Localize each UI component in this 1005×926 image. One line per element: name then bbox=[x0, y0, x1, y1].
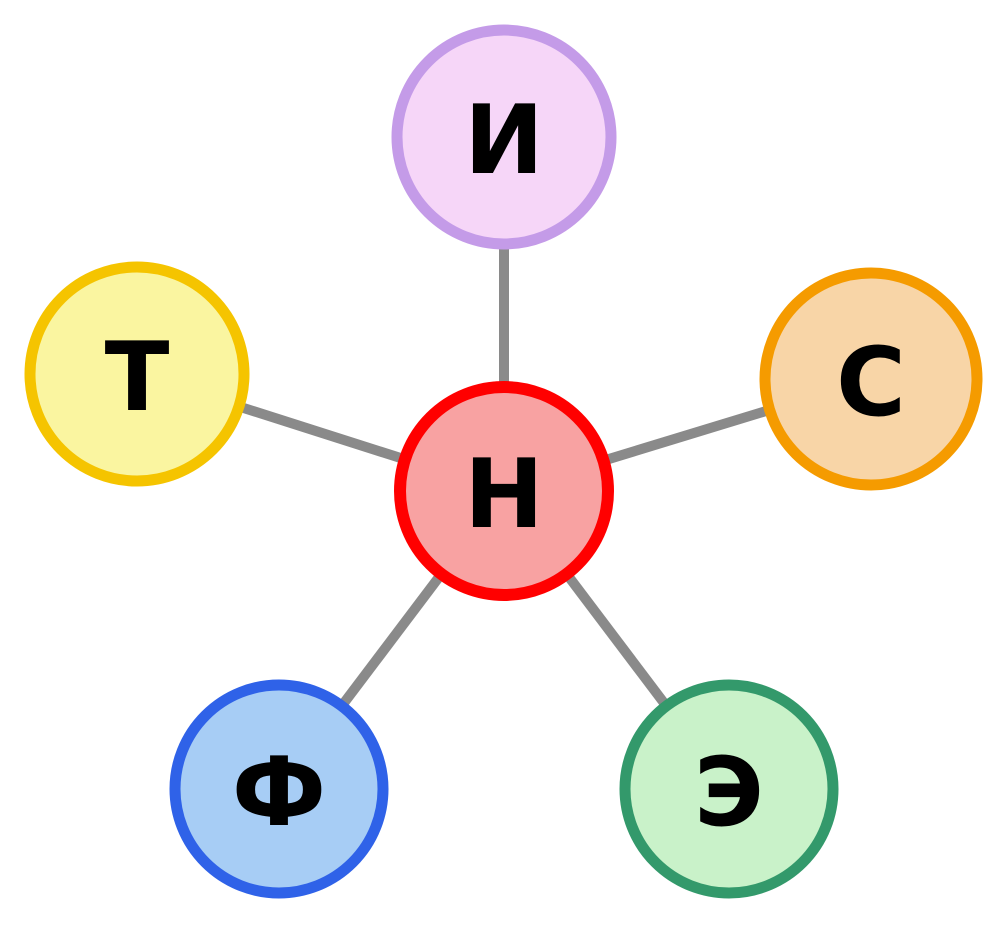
node-label-F: Ф bbox=[232, 738, 326, 848]
node-label-S: С bbox=[836, 328, 906, 438]
node-S: С bbox=[759, 267, 983, 491]
node-circle-F bbox=[169, 679, 389, 899]
node-label-E: Э bbox=[694, 738, 764, 848]
node-I: И bbox=[391, 24, 617, 250]
node-N: Н bbox=[394, 381, 614, 601]
node-label-I: И bbox=[464, 86, 544, 196]
node-circle-T bbox=[24, 261, 250, 487]
node-circle-I bbox=[391, 24, 617, 250]
node-label-N: Н bbox=[464, 440, 544, 550]
node-circle-E bbox=[619, 679, 839, 899]
node-label-T: Т bbox=[105, 323, 170, 433]
node-E: Э bbox=[619, 679, 839, 899]
node-circle-S bbox=[759, 267, 983, 491]
node-F: Ф bbox=[169, 679, 389, 899]
node-circle-N bbox=[394, 381, 614, 601]
node-T: Т bbox=[24, 261, 250, 487]
